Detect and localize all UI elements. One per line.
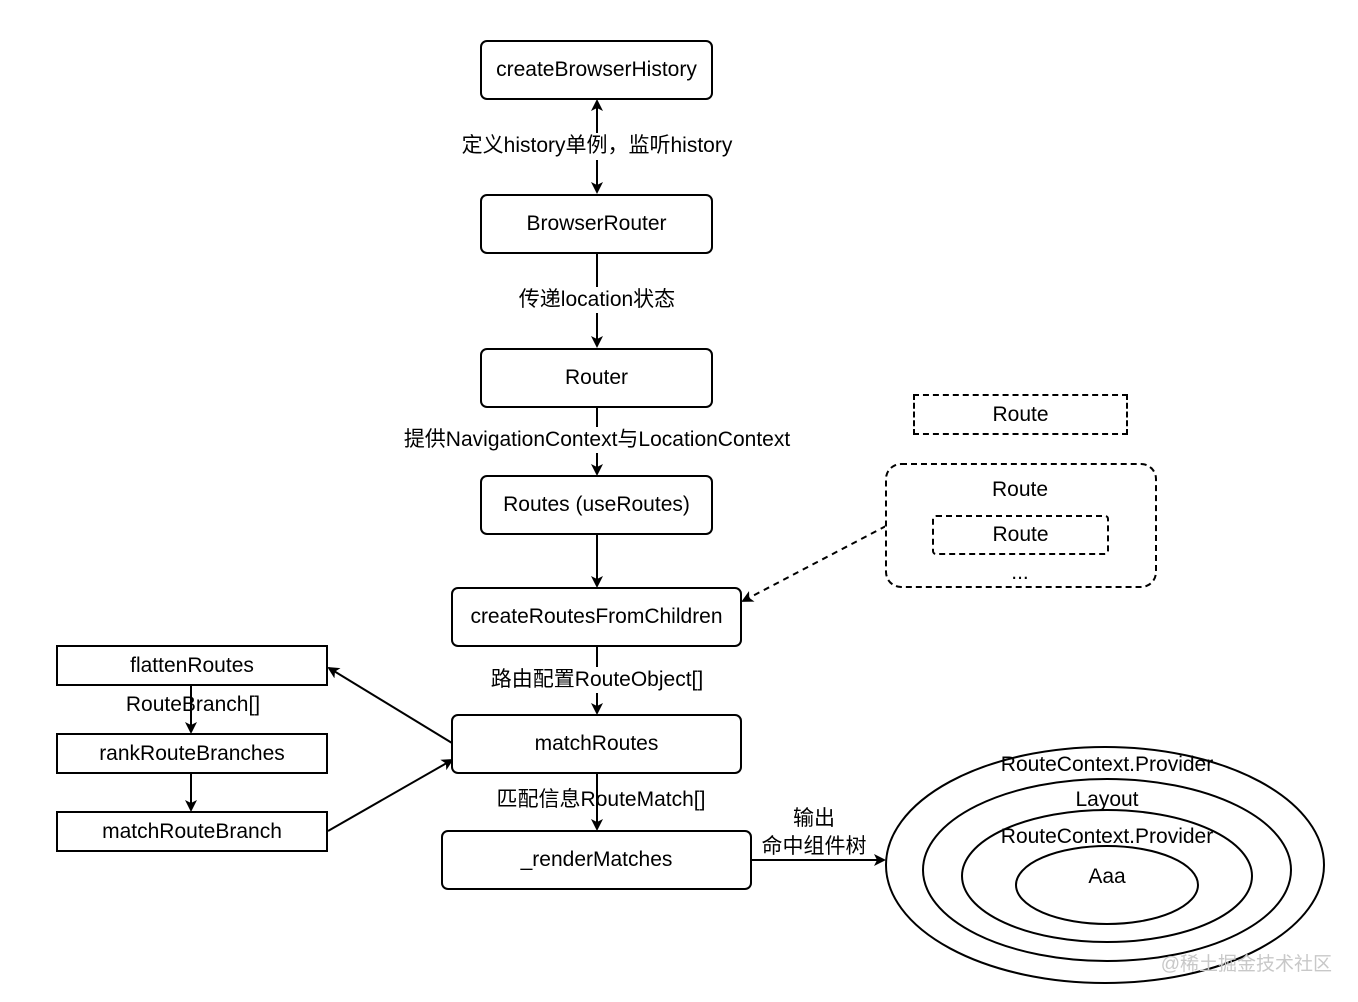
node-match-route-branch: matchRouteBranch (56, 811, 328, 852)
edge-branch-match (327, 759, 454, 832)
node-rank-route-branches: rankRouteBranches (56, 733, 328, 774)
node-render-matches: _renderMatches (441, 830, 752, 890)
edge-routegroup-create (741, 525, 887, 602)
route-single: Route (913, 394, 1128, 435)
watermark: @稀土掘金技术社区 (1160, 954, 1332, 975)
node-create-routes-from-children: createRoutesFromChildren (451, 587, 742, 647)
node-router: Router (480, 348, 713, 408)
tree-outer-provider: RouteContext.Provider (1000, 753, 1214, 776)
node-routes: Routes (useRoutes) (480, 475, 713, 535)
label-history-singleton: 定义history单例，监听history (460, 133, 734, 159)
label-output: 输出 (793, 807, 835, 830)
route-group-label: Route (991, 478, 1049, 501)
route-ellipsis: ... (1011, 561, 1029, 584)
label-pass-location: 传递location状态 (517, 287, 677, 313)
label-route-config: 路由配置RouteObject[] (489, 667, 705, 693)
edge-match-flatten (327, 666, 453, 744)
node-match-routes: matchRoutes (451, 714, 742, 774)
label-hit-component-tree: 命中组件树 (761, 835, 867, 858)
route-nested: Route (932, 515, 1109, 555)
node-create-browser-history: createBrowserHistory (480, 40, 713, 100)
node-flatten-routes: flattenRoutes (56, 645, 328, 686)
tree-inner-provider: RouteContext.Provider (1000, 825, 1214, 848)
label-provide-contexts: 提供NavigationContext与LocationContext (402, 427, 792, 453)
label-match-info: 匹配信息RouteMatch[] (496, 788, 706, 811)
tree-leaf: Aaa (1088, 865, 1126, 888)
label-route-branch: RouteBranch[] (125, 693, 261, 716)
ellipse-leaf (1015, 845, 1199, 925)
node-browser-router: BrowserRouter (480, 194, 713, 254)
tree-layout: Layout (1075, 788, 1139, 811)
